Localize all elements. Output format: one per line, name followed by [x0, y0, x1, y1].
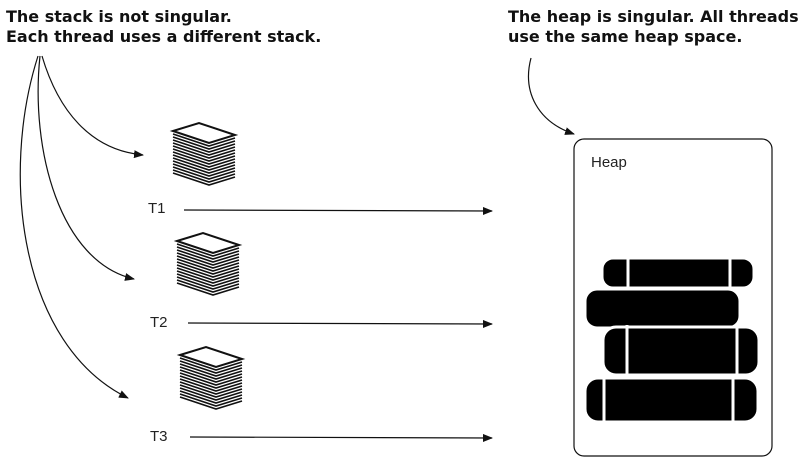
stack-note-line-1: The stack is not singular. [6, 7, 232, 26]
heap-object-4 [583, 376, 760, 424]
stack-sheet-edge [172, 154, 236, 168]
note-arrow-to-stack-1 [41, 55, 144, 159]
stack-sheet-edge [176, 273, 240, 287]
stack-sheet-edge [179, 396, 243, 410]
stack-sheet-edge [176, 258, 240, 272]
heap-object-3 [601, 325, 761, 377]
stack-top-sheet [173, 231, 243, 255]
stack-sheet-edge [176, 246, 240, 260]
stack-sheet-edge [176, 276, 240, 290]
stack-sheet-edge [172, 145, 236, 159]
stack-sheet-edge [179, 369, 243, 383]
heap-object-2 [583, 287, 742, 330]
thread-label-t2: T2 [150, 314, 168, 331]
stack-top-sheet [169, 121, 239, 145]
stack-sheet-edge [179, 360, 243, 374]
stack-sheet-edge [179, 372, 243, 386]
stack-sheet-edge [172, 139, 236, 153]
stack-sheet-edge [172, 151, 236, 165]
stack-sheet-edge [179, 387, 243, 401]
stack-sheet-edge [176, 261, 240, 275]
thread-arrows [183, 206, 493, 442]
stack-sheet-edge [172, 163, 236, 177]
stack-sheet-edge [172, 160, 236, 174]
heap-note-line-2: use the same heap space. [508, 27, 743, 46]
stack-sheet-edge [179, 375, 243, 389]
stack-sheet-edge [179, 378, 243, 392]
note-arrow-to-stack-3 [19, 55, 129, 399]
thread-arrow-t1 [183, 206, 493, 215]
heap-object-1 [600, 256, 756, 290]
stack-sheet-edge [179, 363, 243, 377]
thread-label-t3: T3 [150, 428, 168, 445]
stack-of-papers-icon [176, 345, 246, 410]
heap-title: Heap [591, 154, 627, 171]
stack-sheet-edge [176, 264, 240, 278]
heap-note-arrow [527, 57, 575, 135]
stack-sheet-edge [172, 166, 236, 180]
stack-of-papers-icon [173, 231, 243, 296]
stack-sheet-edge [172, 172, 236, 186]
stack-of-papers-icon [169, 121, 239, 186]
stack-sheet-edge [176, 279, 240, 293]
stack-sheet-edge [172, 142, 236, 156]
thread-label-t1: T1 [148, 200, 166, 217]
stack-sheet-edge [179, 357, 243, 371]
stack-sheet-edge [172, 157, 236, 171]
stacks-group [169, 121, 246, 410]
stack-sheet-edge [172, 148, 236, 162]
stack-sheet-edge [172, 169, 236, 183]
stack-sheet-edge [172, 133, 236, 147]
heap-objects [583, 256, 761, 424]
stack-note-line-2: Each thread uses a different stack. [6, 27, 322, 46]
stack-sheet-edge [179, 393, 243, 407]
heap-note-line-1: The heap is singular. All threads [508, 7, 799, 26]
stack-sheet-edge [179, 381, 243, 395]
heap-note: The heap is singular. All threads use th… [508, 7, 799, 47]
stack-sheet-edge [176, 252, 240, 266]
stack-note-arrows [19, 55, 144, 399]
thread-arrow-t2 [187, 319, 493, 328]
stack-sheet-edge [176, 270, 240, 284]
stack-sheet-edge [176, 243, 240, 257]
stack-sheet-edge [176, 249, 240, 263]
stack-sheet-edge [176, 267, 240, 281]
stack-sheet-edge [179, 390, 243, 404]
note-arrow-to-stack-2 [37, 55, 135, 281]
stack-sheet-edge [176, 255, 240, 269]
stack-sheet-edge [176, 282, 240, 296]
stack-top-sheet [176, 345, 246, 369]
stack-sheet-edge [179, 366, 243, 380]
stack-sheet-edge [172, 136, 236, 150]
stack-note: The stack is not singular. Each thread u… [6, 7, 321, 47]
stack-sheet-edge [179, 384, 243, 398]
thread-arrow-t3 [189, 433, 493, 442]
